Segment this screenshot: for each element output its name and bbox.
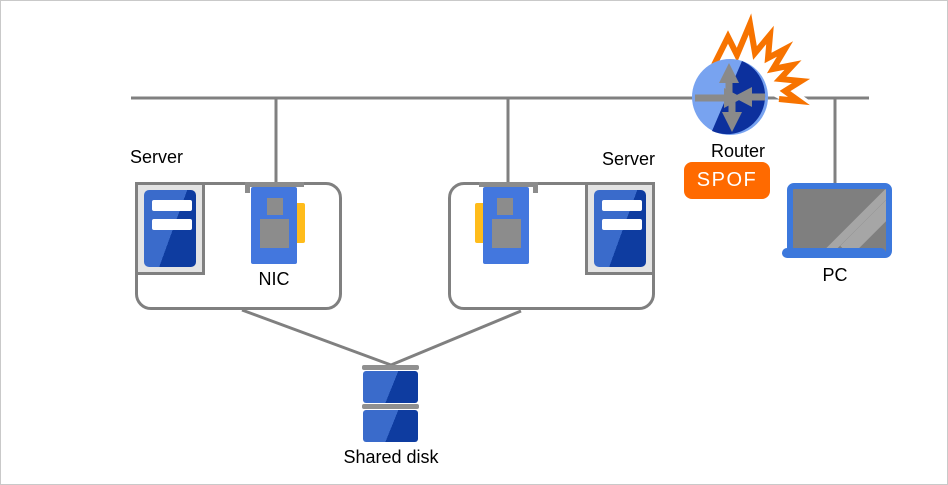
shared-disk-label: Shared disk — [343, 447, 439, 467]
nic-icon-left-bracket — [245, 182, 304, 187]
nic-icon-left-connector-tab — [295, 203, 305, 243]
nic-icon-right-bracket — [479, 182, 538, 187]
shared-disk-icon-top — [363, 371, 418, 403]
server-icon-right — [585, 182, 655, 275]
router-icon — [692, 59, 768, 135]
nic-icon-right-connector-tab — [475, 203, 485, 243]
nic-chip-small — [267, 198, 283, 215]
shared-disk-icon-bottom — [363, 410, 418, 442]
disk-platter-bar — [362, 404, 419, 409]
spof-badge: SPOF — [684, 162, 770, 199]
nic-icon-right — [483, 187, 529, 264]
server-slot — [602, 219, 642, 230]
nic-chip-large — [260, 219, 289, 248]
nic-icon-left — [251, 187, 297, 264]
server-label-right: Server — [601, 149, 655, 169]
pc-label: PC — [822, 265, 848, 285]
disk-platter-bar — [362, 365, 419, 370]
server-body — [594, 190, 646, 267]
nic-chip-small — [497, 198, 513, 215]
explosion-icon — [708, 1, 823, 110]
nic-icon-left-bracket-hook — [245, 182, 250, 193]
nic-chip-large — [492, 219, 521, 248]
nic-label: NIC — [258, 269, 290, 289]
nic-icon-right-bracket-hook — [533, 182, 538, 193]
router-label: Router — [710, 141, 766, 161]
laptop-base — [782, 248, 886, 258]
server-body — [144, 190, 196, 267]
laptop-screen — [787, 183, 892, 258]
server-slot — [152, 219, 192, 230]
server-slot — [602, 200, 642, 211]
server-icon-left — [135, 182, 205, 275]
pc-icon — [782, 181, 892, 258]
server-slot — [152, 200, 192, 211]
server-label-left: Server — [130, 147, 184, 167]
